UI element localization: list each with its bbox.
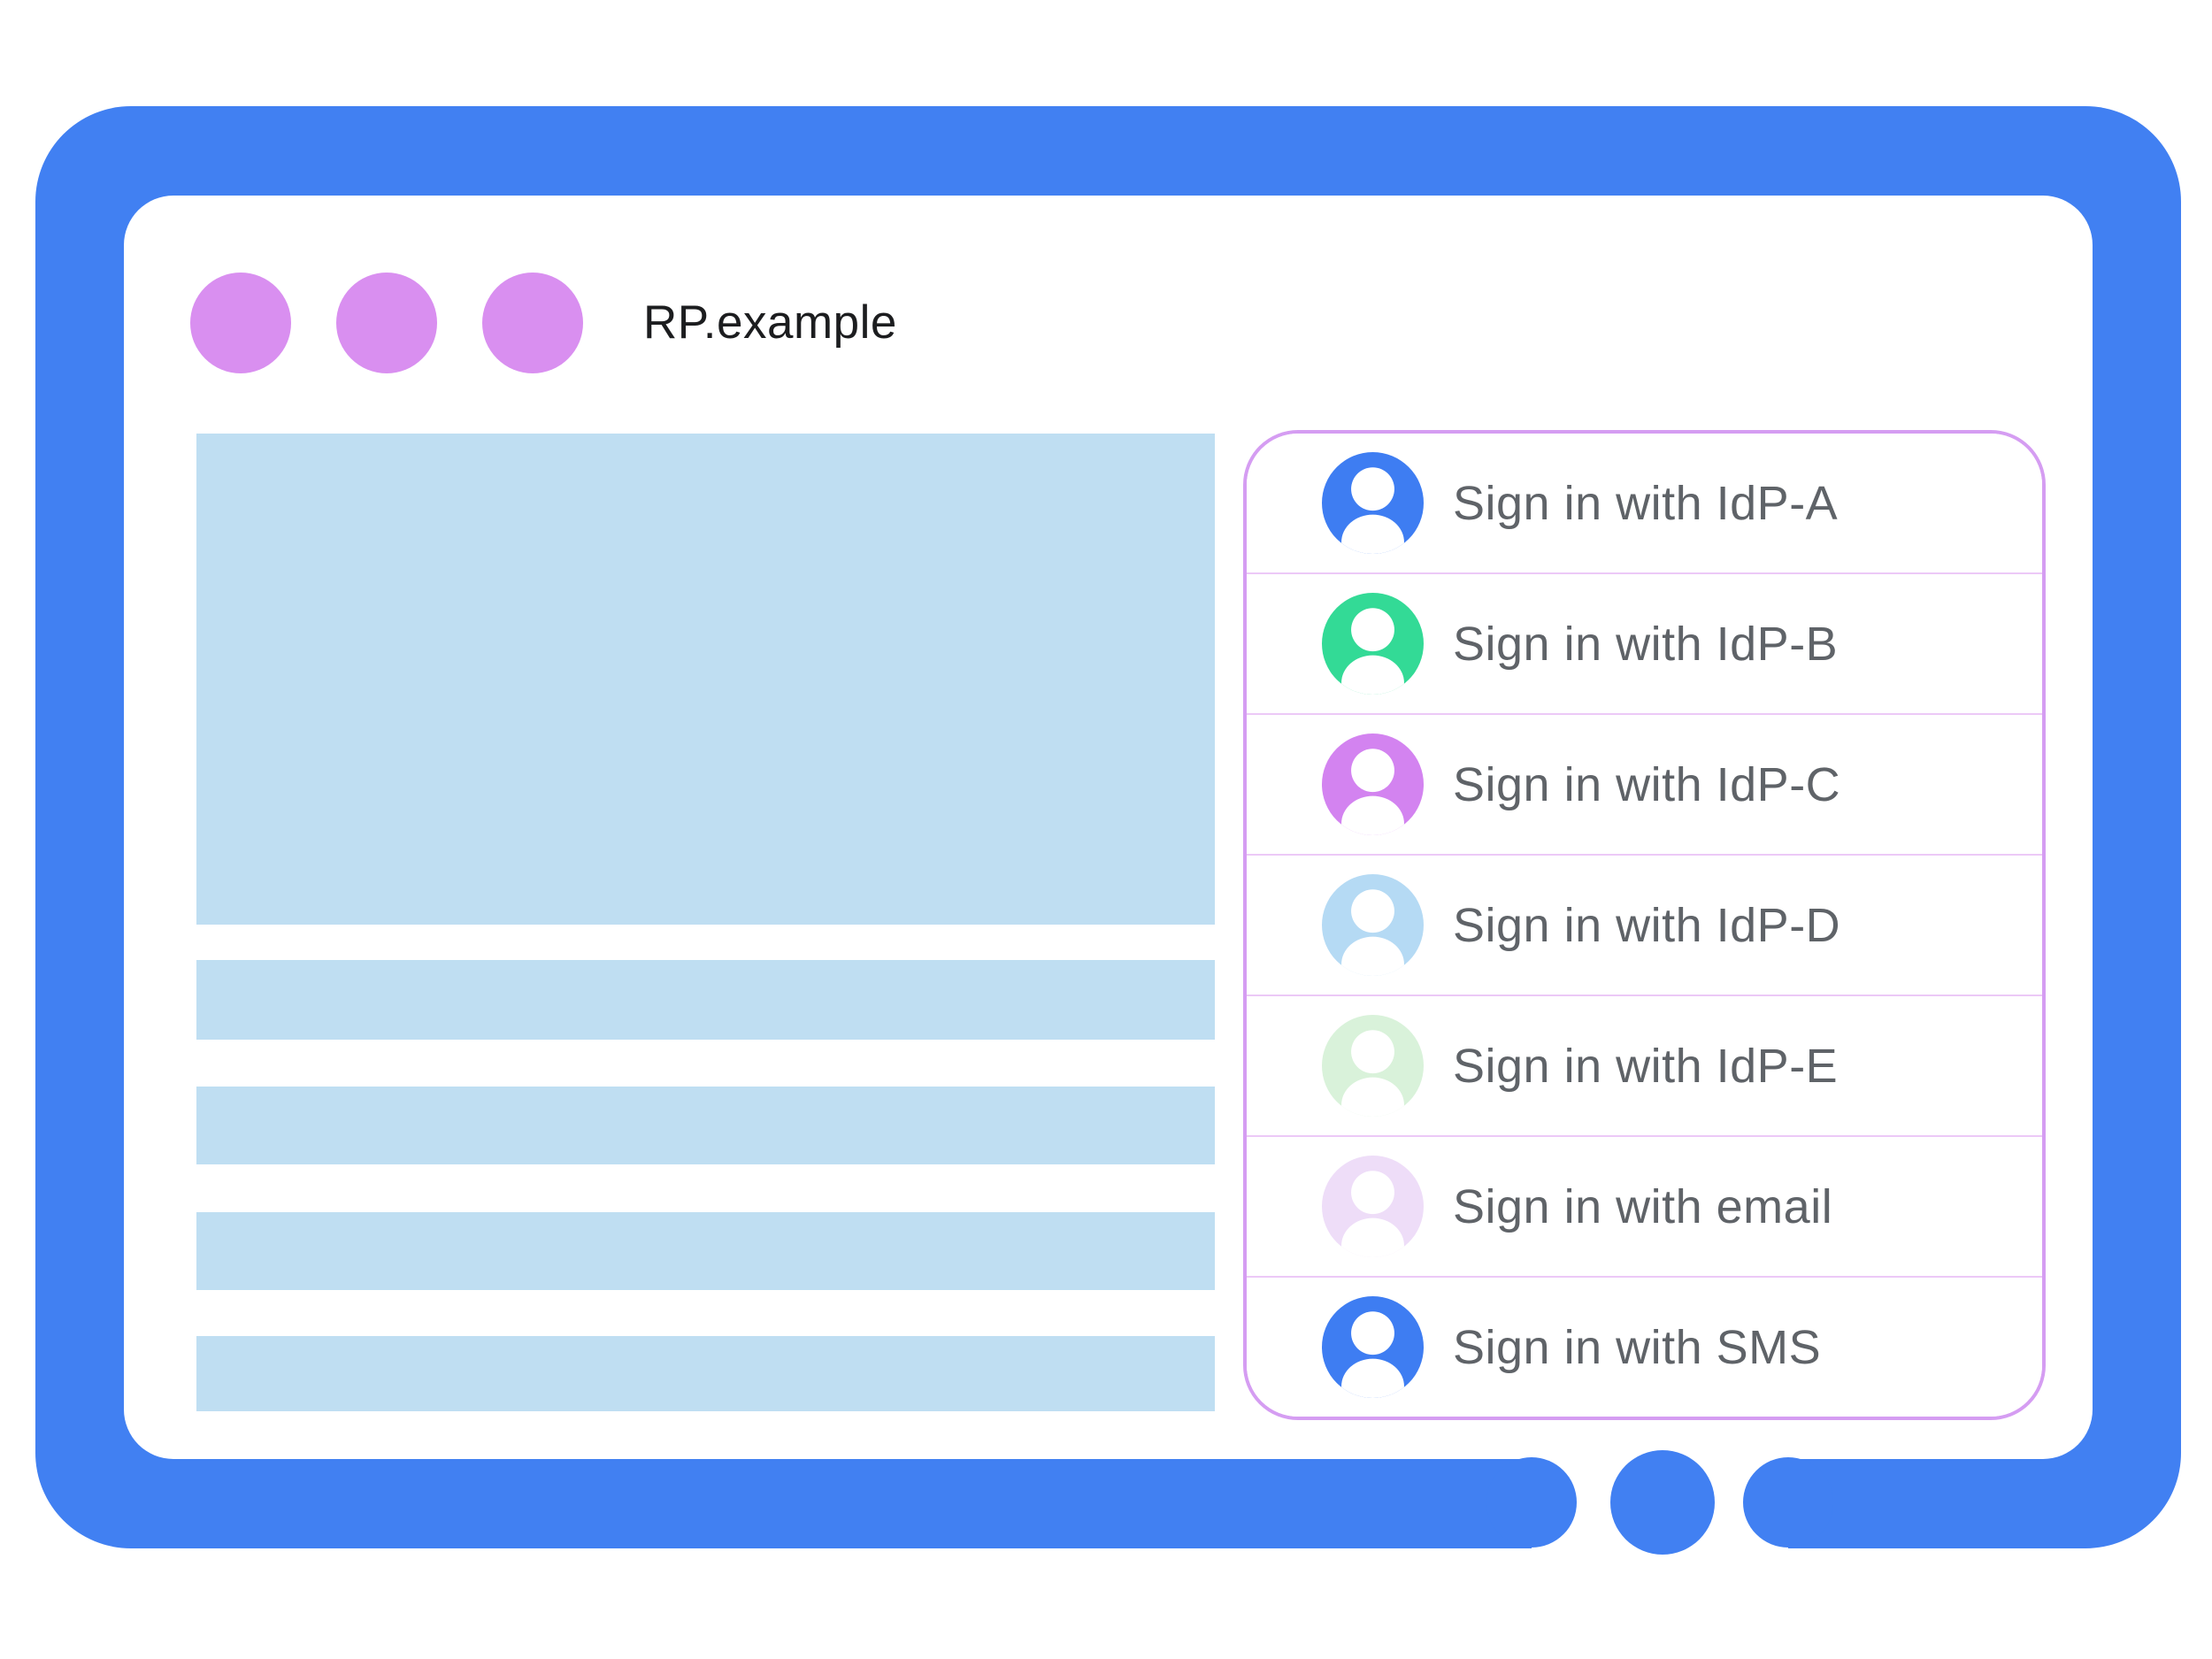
content-line-placeholder — [196, 1212, 1215, 1290]
signin-option-label: Sign in with IdP-A — [1453, 476, 1839, 530]
home-button — [1610, 1450, 1715, 1555]
signin-option-row[interactable]: Sign in with IdP-C — [1247, 713, 2042, 854]
signin-option-label: Sign in with IdP-E — [1453, 1039, 1839, 1093]
window-control-dot — [336, 273, 437, 373]
content-line-placeholder — [196, 1336, 1215, 1411]
signin-option-row[interactable]: Sign in with IdP-E — [1247, 995, 2042, 1135]
avatar-user-icon — [1322, 874, 1424, 976]
signin-option-label: Sign in with IdP-B — [1453, 617, 1839, 671]
signin-option-row[interactable]: Sign in with IdP-A — [1247, 434, 2042, 572]
content-hero-placeholder — [196, 434, 1215, 925]
avatar-user-icon — [1322, 733, 1424, 835]
signin-option-label: Sign in with IdP-C — [1453, 757, 1841, 811]
signin-panel: Sign in with IdP-A Sign in with IdP-B Sign… — [1243, 430, 2046, 1420]
site-title: RP.example — [643, 296, 897, 349]
avatar-user-icon — [1322, 1015, 1424, 1117]
window-control-dot — [190, 273, 291, 373]
signin-option-label: Sign in with SMS — [1453, 1320, 1822, 1374]
window-control-dot — [482, 273, 583, 373]
signin-option-row[interactable]: Sign in with SMS — [1247, 1276, 2042, 1417]
avatar-user-icon — [1322, 1296, 1424, 1398]
content-line-placeholder — [196, 960, 1215, 1040]
signin-option-label: Sign in with email — [1453, 1179, 1833, 1233]
bezel-cap-left — [1486, 1457, 1577, 1548]
content-line-placeholder — [196, 1087, 1215, 1164]
bezel-cap-right — [1743, 1457, 1833, 1548]
avatar-user-icon — [1322, 452, 1424, 554]
signin-option-row[interactable]: Sign in with IdP-D — [1247, 854, 2042, 995]
avatar-user-icon — [1322, 1156, 1424, 1257]
signin-option-row[interactable]: Sign in with IdP-B — [1247, 572, 2042, 713]
signin-option-row[interactable]: Sign in with email — [1247, 1135, 2042, 1276]
avatar-user-icon — [1322, 593, 1424, 695]
signin-option-label: Sign in with IdP-D — [1453, 898, 1841, 952]
